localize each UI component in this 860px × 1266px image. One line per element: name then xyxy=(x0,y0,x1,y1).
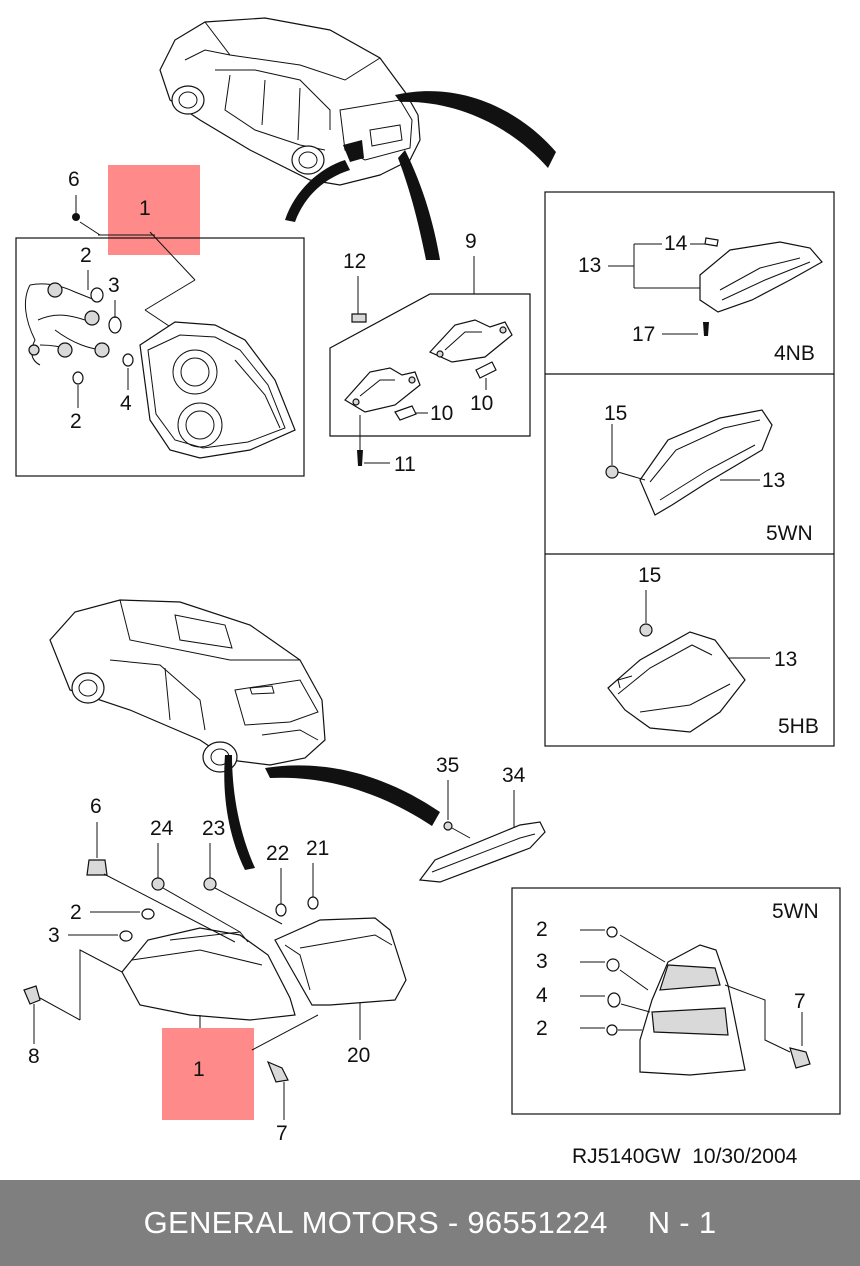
callout-35: 35 xyxy=(436,754,459,777)
license-lamp-group xyxy=(329,293,531,437)
callout-2-5wn-b: 2 xyxy=(536,1017,548,1040)
bolt-icon-7 xyxy=(266,1060,289,1083)
callout-7-5wn: 7 xyxy=(794,990,806,1013)
callout-6-lower: 6 xyxy=(90,795,102,818)
callout-3-lower: 3 xyxy=(48,924,60,947)
panel-frame xyxy=(544,191,835,747)
highlight-label-lower: 1 xyxy=(193,1058,205,1081)
footer-page-number: N - 1 xyxy=(647,1205,717,1240)
callout-14-4nb: 14 xyxy=(664,232,688,255)
panel-tag-5wn: 5WN xyxy=(766,522,813,545)
license-lamp-right[interactable] xyxy=(428,319,513,363)
callout-4-upper: 4 xyxy=(120,392,132,415)
callout-24: 24 xyxy=(150,817,174,840)
callout-2-lower: 2 xyxy=(70,901,82,924)
pointer-swoosh-lower-right xyxy=(265,765,440,826)
panel-tag-5hb: 5HB xyxy=(778,715,819,738)
highlight-box-lower[interactable] xyxy=(162,1028,254,1120)
sedan-car-illustration xyxy=(159,17,421,186)
panel-5wn-tail-lamp xyxy=(580,926,811,1076)
lower-tail-lamp-inner[interactable] xyxy=(274,917,407,1006)
callout-13-5wn: 13 xyxy=(762,469,785,492)
parts-diagram: 1 1 xyxy=(15,17,841,1168)
callout-2-5wn-a: 2 xyxy=(536,918,548,941)
high-mount-stop-lamp-5wn[interactable] xyxy=(639,409,773,516)
license-bulb-a xyxy=(394,405,417,421)
pointer-swoosh-lower-down xyxy=(224,755,255,870)
callout-2-upper-b: 2 xyxy=(70,410,82,433)
panel-5hb xyxy=(607,590,770,733)
callout-2-upper-a: 2 xyxy=(80,244,92,267)
callout-15-5hb: 15 xyxy=(638,564,661,587)
high-mount-stop-lamp-5hb[interactable] xyxy=(607,631,746,733)
nut-icon xyxy=(72,213,80,221)
callout-23: 23 xyxy=(202,817,225,840)
hatchback-car-illustration xyxy=(49,599,326,773)
license-lamp-left[interactable] xyxy=(344,367,421,413)
drawing-reference: RJ5140GW 10/30/2004 xyxy=(572,1145,798,1168)
upper-tail-lamp-group xyxy=(15,231,305,477)
grommet-icon xyxy=(86,859,108,876)
callout-34: 34 xyxy=(502,764,526,787)
screw-icon xyxy=(357,450,363,466)
upper-tail-lamp-housing[interactable] xyxy=(139,321,296,459)
callout-10-b: 10 xyxy=(470,392,493,415)
panel-tag-4nb: 4NB xyxy=(774,342,815,365)
bolt-icon-7-5wn xyxy=(789,1047,811,1069)
pointer-swoosh-down xyxy=(398,150,440,260)
panel-5wn xyxy=(605,409,773,516)
callout-9: 9 xyxy=(465,230,477,253)
callout-3-5wn: 3 xyxy=(536,950,548,973)
clip-icon xyxy=(351,313,367,323)
lower-tail-lamp-body[interactable] xyxy=(121,927,296,1021)
footer-brand-part: GENERAL MOTORS - 96551224 xyxy=(143,1205,608,1240)
upper-tail-lamp-box xyxy=(15,237,305,477)
callout-17-4nb: 17 xyxy=(632,323,655,346)
callout-12: 12 xyxy=(343,250,366,273)
callout-13-4nb: 13 xyxy=(578,254,601,277)
highlight-box-upper[interactable] xyxy=(108,165,200,255)
callout-15-5wn: 15 xyxy=(604,402,627,425)
callout-10-a: 10 xyxy=(430,402,453,425)
callout-20: 20 xyxy=(347,1044,370,1067)
bolt-icon-8 xyxy=(23,985,41,1005)
license-bulb-b xyxy=(475,361,497,379)
callout-11: 11 xyxy=(394,453,416,476)
callout-7-lower: 7 xyxy=(276,1122,288,1145)
panel-tag-5wn-tail: 5WN xyxy=(772,900,819,923)
lower-tail-lamp-group xyxy=(121,917,407,1021)
pointer-swoosh-right xyxy=(395,91,556,168)
callout-3-upper: 3 xyxy=(108,274,120,297)
panel-4nb xyxy=(608,237,823,336)
footer-bar: GENERAL MOTORS - 96551224 N - 1 xyxy=(0,1180,860,1266)
callout-4-5wn: 4 xyxy=(536,984,548,1007)
callout-21: 21 xyxy=(306,837,329,860)
highlight-label-upper: 1 xyxy=(139,197,151,220)
callout-22: 22 xyxy=(266,842,289,865)
high-mount-stop-lamp-4nb[interactable] xyxy=(699,241,823,313)
callout-6-upper: 6 xyxy=(68,168,80,191)
callout-8: 8 xyxy=(28,1045,40,1068)
pointer-swoosh-left xyxy=(285,160,350,222)
panel-5wn-tail xyxy=(511,887,841,1115)
callout-13-5hb: 13 xyxy=(774,648,797,671)
